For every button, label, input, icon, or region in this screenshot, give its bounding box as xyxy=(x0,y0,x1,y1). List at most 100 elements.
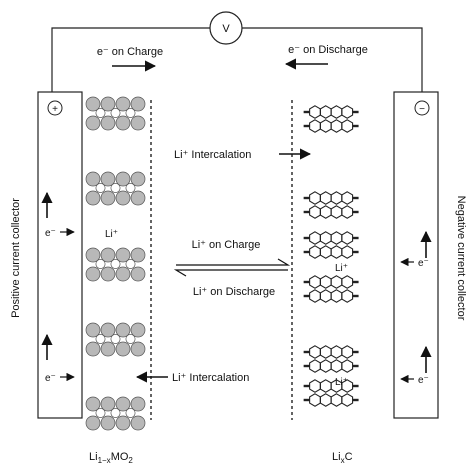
metal-oxide-atom xyxy=(100,266,116,282)
graphite-ring xyxy=(330,119,343,133)
graphite-ring xyxy=(309,231,321,245)
cathode-layer-group xyxy=(85,247,146,282)
metal-oxide-atom xyxy=(100,322,116,338)
metal-oxide-atom xyxy=(130,396,146,412)
metal-oxide-atom xyxy=(85,96,101,112)
graphite-ring xyxy=(341,379,354,393)
graphite-ring xyxy=(341,119,354,133)
lithium-ion-atom xyxy=(125,183,136,193)
graphite-ring xyxy=(319,231,332,245)
lithium-ion-atom xyxy=(110,183,121,193)
metal-oxide-atom xyxy=(130,247,146,263)
graphite-ring xyxy=(309,119,321,133)
metal-oxide-atom xyxy=(130,96,146,112)
negative-collector-label: Negative current collector xyxy=(455,196,467,321)
metal-oxide-atom xyxy=(115,415,131,431)
positive-current-collector xyxy=(37,91,83,419)
cathode-layered-structure xyxy=(85,96,146,431)
metal-oxide-atom xyxy=(130,341,146,357)
graphite-sheet xyxy=(303,345,359,359)
lithium-ion-atom xyxy=(110,334,121,344)
lithium-ion-atom xyxy=(125,408,136,418)
metal-oxide-atom xyxy=(115,171,131,187)
negative-terminal-circle xyxy=(414,100,430,116)
graphite-ring xyxy=(309,359,321,373)
cathode-li-ion-label: Li⁺ xyxy=(105,229,118,240)
graphite-ring xyxy=(309,393,321,407)
metal-oxide-atom xyxy=(100,341,116,357)
anode-li-ion-label-2: Li⁺ xyxy=(335,377,348,388)
graphite-ring xyxy=(341,191,354,205)
metal-oxide-atom xyxy=(100,171,116,187)
graphite-sheet xyxy=(303,393,359,407)
metal-oxide-atom xyxy=(130,190,146,206)
graphite-ring xyxy=(341,289,354,303)
graphite-ring xyxy=(319,275,332,289)
metal-oxide-atom xyxy=(100,115,116,131)
graphite-sheet xyxy=(303,205,359,219)
anode-li-ion-label-1: Li⁺ xyxy=(335,263,348,274)
voltmeter: V xyxy=(209,11,243,45)
graphite-ring xyxy=(309,205,321,219)
negative-electron-label-1: e⁻ xyxy=(418,258,429,269)
graphite-ring xyxy=(309,379,321,393)
metal-oxide-atom xyxy=(100,96,116,112)
metal-oxide-atom xyxy=(115,96,131,112)
metal-oxide-atom xyxy=(100,190,116,206)
lithium-ion-atom xyxy=(95,108,106,118)
metal-oxide-atom xyxy=(85,247,101,263)
anode-graphite-layers xyxy=(303,105,359,407)
positive-collector-label: Positive current collector xyxy=(10,198,22,318)
graphite-sheet xyxy=(303,359,359,373)
graphite-ring xyxy=(319,345,332,359)
graphite-ring xyxy=(319,191,332,205)
cathode-layer-group xyxy=(85,396,146,431)
metal-oxide-atom xyxy=(115,341,131,357)
cathode-formula-tail: MO xyxy=(111,451,129,463)
graphite-ring xyxy=(330,231,343,245)
graphite-ring xyxy=(341,393,354,407)
graphite-ring xyxy=(319,245,332,259)
lithium-ion-atom xyxy=(125,108,136,118)
metal-oxide-atom xyxy=(115,247,131,263)
electron-on-discharge-label: e⁻ on Discharge xyxy=(288,44,368,56)
electron-on-charge-label: e⁻ on Charge xyxy=(97,46,163,58)
graphite-ring xyxy=(341,105,354,119)
lithium-ion-atom xyxy=(95,259,106,269)
metal-oxide-atom xyxy=(100,247,116,263)
graphite-ring xyxy=(319,393,332,407)
graphite-sheet xyxy=(303,379,359,393)
anode-formula-base: Li xyxy=(332,451,341,463)
metal-oxide-atom xyxy=(85,396,101,412)
metal-oxide-atom xyxy=(130,266,146,282)
metal-oxide-atom xyxy=(85,415,101,431)
graphite-ring xyxy=(309,245,321,259)
graphite-sheet xyxy=(303,191,359,205)
voltmeter-circle xyxy=(209,11,243,45)
graphite-ring xyxy=(330,245,343,259)
metal-oxide-atom xyxy=(130,171,146,187)
graphite-ring xyxy=(330,275,343,289)
graphite-sheet xyxy=(303,119,359,133)
positive-terminal-symbol: + xyxy=(52,104,58,115)
metal-oxide-atom xyxy=(115,190,131,206)
positive-electron-label-2: e⁻ xyxy=(45,373,56,384)
graphite-sheet xyxy=(303,105,359,119)
external-circuit-wire-right xyxy=(242,27,423,92)
graphite-ring xyxy=(319,205,332,219)
lithium-ion-atom xyxy=(95,408,106,418)
graphite-ring xyxy=(341,275,354,289)
graphite-ring xyxy=(330,289,343,303)
lithium-ion-atom xyxy=(125,259,136,269)
positive-electron-label-1: e⁻ xyxy=(45,228,56,239)
metal-oxide-atom xyxy=(115,266,131,282)
graphite-ring xyxy=(330,393,343,407)
li-on-charge-label: Li⁺ on Charge xyxy=(192,239,261,251)
anode-formula-subscript: x xyxy=(341,456,345,465)
cathode-formula: Li1−xMO2 xyxy=(89,451,133,465)
metal-oxide-atom xyxy=(115,396,131,412)
lithium-ion-atom xyxy=(125,334,136,344)
negative-electron-label-2: e⁻ xyxy=(418,375,429,386)
graphite-ring xyxy=(341,231,354,245)
graphite-ring xyxy=(319,379,332,393)
